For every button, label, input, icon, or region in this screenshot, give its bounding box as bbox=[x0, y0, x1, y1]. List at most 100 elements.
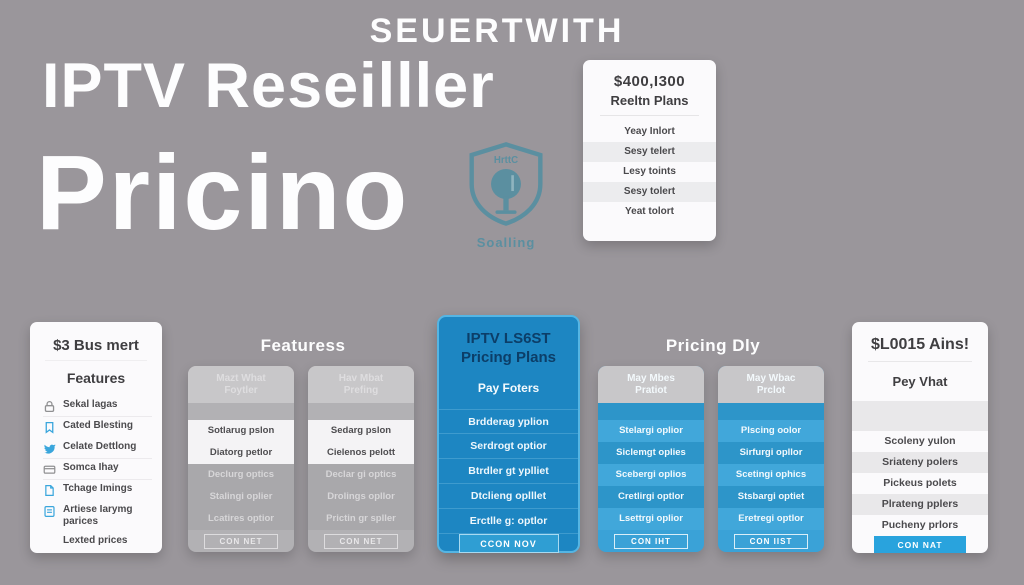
plan-card-3: May Mbes Pratiot Stelargi oplior Siclemg… bbox=[598, 366, 704, 552]
plan-card-4: May Wbac Prclot Plscing oolor Sirfurgi o… bbox=[718, 366, 824, 552]
list-item: Cated Blesting bbox=[43, 417, 152, 438]
highlight-rows: Brdderag yplion Serdrogt optior Btrdler … bbox=[439, 409, 578, 534]
list-item: Sesy tolert bbox=[583, 182, 716, 202]
list-item: Celate Dettlong bbox=[43, 438, 152, 459]
list-item: Yeat tolort bbox=[625, 206, 674, 217]
plan-row: Stelargi oplior bbox=[598, 420, 704, 442]
plan-row: Cretlirgi optlor bbox=[598, 486, 704, 508]
plan-row: Stsbargi optiet bbox=[718, 486, 824, 508]
highlight-subtitle: Pay Foters bbox=[477, 381, 540, 395]
summary-list: Yeay Inlort Sesy telert Lesy toints Sesy… bbox=[583, 122, 716, 222]
features-card-subtitle: Features bbox=[66, 370, 126, 386]
right-card-band bbox=[852, 401, 988, 431]
plan-row: Lsettrgi oplior bbox=[598, 508, 704, 530]
right-card-cta-button[interactable]: CON NAT bbox=[874, 536, 966, 553]
plan-header-line2: Prclot bbox=[756, 384, 786, 396]
plan-row: Diatorg petlor bbox=[188, 442, 294, 464]
summary-card: $400,I300 Reeltn Plans Yeay Inlort Sesy … bbox=[583, 60, 716, 241]
plan-card-1: Mazt What Foytler Sotlarug pslon Diatorg… bbox=[188, 366, 294, 552]
plan-row: Brdderag yplion bbox=[439, 409, 578, 434]
list-item: Tchage Imings bbox=[43, 480, 152, 501]
plan-row: Declurg optics bbox=[188, 464, 294, 486]
feature-label: Cated Blesting bbox=[63, 420, 134, 431]
divider bbox=[868, 361, 972, 362]
highlight-title-line2: Pricing Plans bbox=[460, 349, 557, 366]
plan-header-line1: May Mbes bbox=[627, 372, 675, 384]
hero-kicker: SEUERTWITH bbox=[0, 12, 1024, 51]
plan-row: Plscing oolor bbox=[718, 420, 824, 442]
list-item: Artiese Iarymg parices bbox=[43, 501, 152, 532]
plan-card-header: Hav Mbat Prefing bbox=[308, 366, 414, 403]
plan-row: Prictin gr spller bbox=[308, 508, 414, 530]
list-item: Yeay Inlort bbox=[624, 126, 675, 137]
plan-row: Drolings opllor bbox=[308, 486, 414, 508]
plan-row: Erctlle g: optlor bbox=[439, 509, 578, 534]
plan-row: Sirfurgi opllor bbox=[718, 442, 824, 464]
summary-subtitle: Reeltn Plans bbox=[610, 93, 689, 108]
lock-icon bbox=[44, 400, 55, 413]
right-plan-card: $L0015 Ains! Pey Vhat Scoleny yulon Sria… bbox=[852, 322, 988, 553]
highlight-title-line1: IPTV LS6ST bbox=[466, 330, 551, 347]
summary-price: $400,I300 bbox=[613, 73, 686, 90]
plan-band bbox=[598, 403, 704, 420]
plan-cta-button[interactable]: CON IHT bbox=[614, 533, 688, 549]
right-card-subtitle: Pey Vhat bbox=[892, 374, 948, 389]
plan-row: Declar gi optics bbox=[308, 464, 414, 486]
file-icon bbox=[45, 485, 54, 496]
plan-band bbox=[718, 403, 824, 420]
plan-cta-button[interactable]: CON IIST bbox=[734, 533, 808, 549]
features-card-title: $3 Bus mert bbox=[53, 337, 139, 354]
feature-label: Somca Ihay bbox=[63, 462, 119, 473]
plan-row: Eretregi optlor bbox=[718, 508, 824, 530]
plan-row: Sotlarug pslon bbox=[188, 420, 294, 442]
plan-row: Serdrogt optior bbox=[439, 434, 578, 459]
plan-row: Pickeus polets bbox=[883, 477, 957, 489]
flag-icon bbox=[45, 421, 54, 434]
feature-label: Celate Dettlong bbox=[63, 441, 137, 452]
highlight-cta-button[interactable]: CCON NOV bbox=[458, 534, 559, 553]
plan-row: Scoleny yulon bbox=[884, 435, 956, 447]
divider bbox=[600, 115, 699, 116]
hero-kicker-text: SEUERTWITH bbox=[369, 12, 625, 50]
plan-row: Stalingi oplier bbox=[188, 486, 294, 508]
plan-header-line2: Prefing bbox=[343, 384, 379, 396]
plan-cta-button[interactable]: CON NET bbox=[324, 533, 398, 549]
plan-row: Plrateng pplers bbox=[852, 494, 988, 515]
plan-row: Cielenos pelott bbox=[308, 442, 414, 464]
divider bbox=[44, 360, 148, 361]
plan-row: Scetingi ophics bbox=[718, 464, 824, 486]
page-title-line1: IPTV Reseilller bbox=[42, 51, 495, 121]
shield-arc-text: HrttC bbox=[494, 155, 518, 166]
security-badge: HrttC Soalling bbox=[458, 140, 554, 250]
plan-header-line1: Mazt What bbox=[216, 372, 266, 384]
list-item: Sesy telert bbox=[583, 142, 716, 162]
plan-row: Sriateny polers bbox=[852, 452, 988, 473]
shield-icon: HrttC bbox=[469, 142, 543, 226]
badge-label: Soalling bbox=[476, 235, 536, 250]
feature-label: Sekal lagas bbox=[63, 399, 118, 410]
plan-band bbox=[188, 403, 294, 420]
page-title-line2: Pricino bbox=[36, 134, 410, 252]
plan-cta-button[interactable]: CON NET bbox=[204, 533, 278, 549]
plan-row: Scebergi oplios bbox=[598, 464, 704, 486]
section-heading-features: Featuress bbox=[260, 336, 346, 355]
shield-orb bbox=[491, 169, 521, 199]
plan-card-2: Hav Mbat Prefing Sedarg pslon Cielenos p… bbox=[308, 366, 414, 552]
list-item: Lexted prices bbox=[43, 532, 152, 551]
plan-header-line1: May Wbac bbox=[746, 372, 796, 384]
list-item: Sekal lagas bbox=[43, 396, 152, 417]
document-icon bbox=[44, 506, 55, 517]
plan-card-header: May Mbes Pratiot bbox=[598, 366, 704, 403]
feature-label: Tchage Imings bbox=[63, 483, 133, 494]
plan-row: Pucheny prlors bbox=[881, 519, 959, 531]
plan-band bbox=[308, 403, 414, 420]
plan-row: Btrdler gt yplliet bbox=[439, 459, 578, 484]
plan-row: Lcatires optior bbox=[188, 508, 294, 530]
plan-header-line1: Hav Mbat bbox=[338, 372, 384, 384]
feature-label: Lexted prices bbox=[63, 535, 128, 546]
plan-row: Dtclieng oplllet bbox=[439, 484, 578, 509]
plan-row: Sedarg pslon bbox=[308, 420, 414, 442]
list-item: Lesy toints bbox=[623, 166, 676, 177]
list-item: Somca Ihay bbox=[43, 459, 152, 480]
bird-icon bbox=[44, 444, 56, 454]
